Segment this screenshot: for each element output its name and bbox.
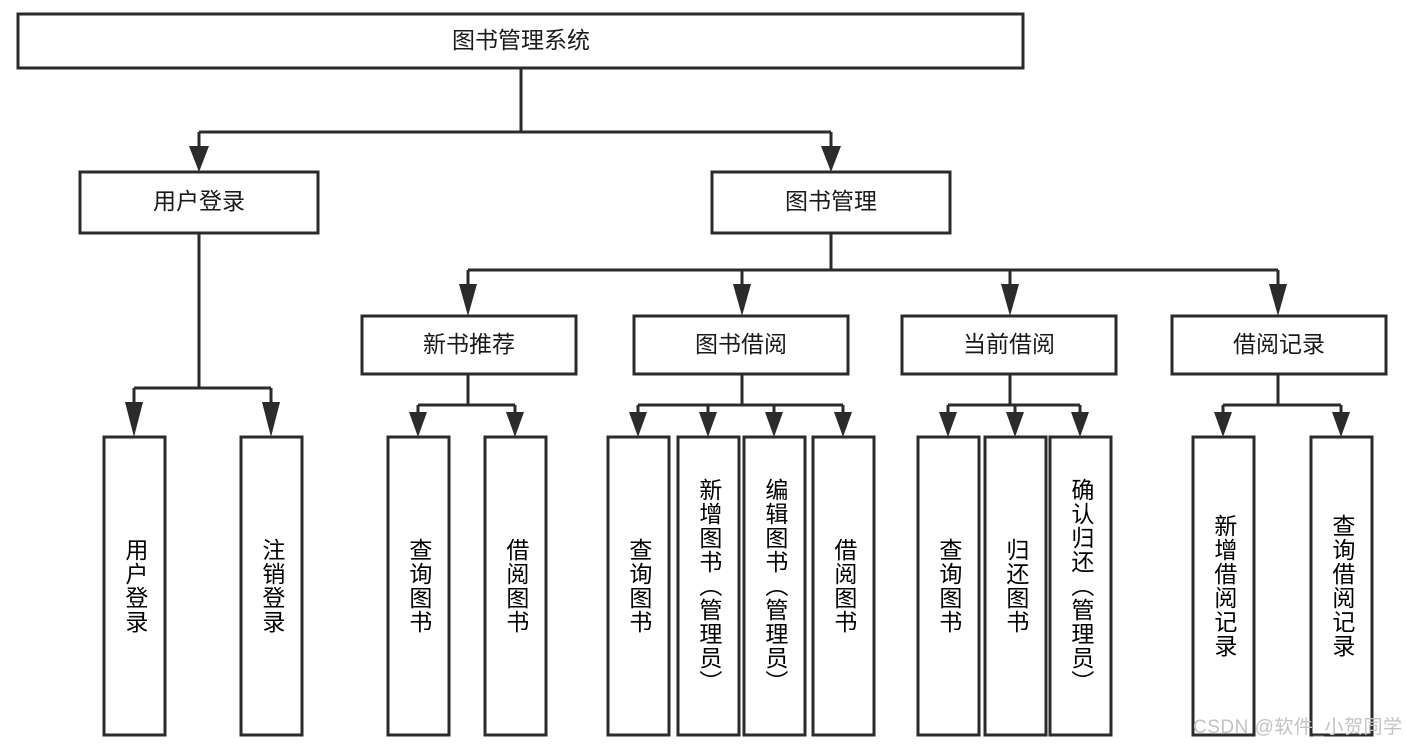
- node-current-borrow-box[interactable]: [900, 314, 1118, 376]
- leaf-box-borrow-record-1[interactable]: [1191, 435, 1256, 737]
- leaf-user-login-2-label: 注销登录: [258, 538, 285, 634]
- leaf-user-login-1[interactable]: 用户登录: [104, 437, 165, 735]
- arrow-borrow-leaf-3: [765, 412, 783, 437]
- node-root-box[interactable]: [16, 12, 1025, 70]
- leaf-borrow-record-1-label: 新增借阅记录: [1210, 514, 1237, 658]
- node-borrow-record-box[interactable]: [1170, 314, 1388, 376]
- arrow-record-leaf-1: [1214, 412, 1232, 437]
- leaf-current-borrow-1[interactable]: 查询图书: [918, 437, 979, 735]
- node-borrow-record-label: 借阅记录: [1233, 331, 1325, 357]
- leaf-box-book-borrow-1[interactable]: [606, 435, 671, 737]
- arrow-borrow-leaf-1: [629, 412, 647, 437]
- arrow-root-to-bookmgmt: [821, 146, 841, 172]
- arrow-userlogin-leaf-1: [125, 402, 143, 437]
- node-book-borrow[interactable]: 图书借阅: [632, 314, 850, 376]
- arrow-current-leaf-2: [1006, 412, 1024, 437]
- node-book-borrow-label: 图书借阅: [695, 331, 787, 357]
- leaf-borrow-record-1[interactable]: 新增借阅记录: [1193, 437, 1254, 735]
- arrow-bookmgmt-to-newbook: [459, 284, 477, 316]
- leaf-borrow-record-2-label: 查询借阅记录: [1328, 514, 1355, 658]
- leaf-box-user-login-1[interactable]: [102, 435, 167, 737]
- node-book-management-label: 图书管理: [785, 188, 877, 214]
- leaf-current-borrow-3-label: 确认归还（管理员）: [1067, 478, 1094, 694]
- leaf-box-current-borrow-1[interactable]: [916, 435, 981, 737]
- leaf-borrow-record-2[interactable]: 查询借阅记录: [1311, 437, 1372, 735]
- node-root-label: 图书管理系统: [452, 27, 590, 53]
- node-book-management-box[interactable]: [710, 170, 952, 235]
- node-user-login-box[interactable]: [78, 170, 320, 235]
- leaf-book-borrow-3[interactable]: 编辑图书（管理员）: [744, 437, 805, 735]
- leaf-new-book-1-label: 查询图书: [405, 538, 432, 634]
- leaf-book-borrow-3-label: 编辑图书（管理员）: [761, 478, 788, 694]
- leaf-book-borrow-4[interactable]: 借阅图书: [813, 437, 874, 735]
- arrow-newbook-leaf-1: [409, 412, 427, 437]
- leaf-box-user-login-2[interactable]: [239, 435, 304, 737]
- leaf-box-group: [102, 435, 1374, 737]
- leaf-book-borrow-4-label: 借阅图书: [830, 538, 857, 634]
- leaf-user-login-2[interactable]: 注销登录: [241, 437, 302, 735]
- leaf-box-book-borrow-2[interactable]: [676, 435, 741, 737]
- leaf-book-borrow-2[interactable]: 新增图书（管理员）: [678, 437, 739, 735]
- node-new-book-recommend-box[interactable]: [360, 314, 578, 376]
- arrow-bookmgmt-to-borrow: [733, 284, 751, 316]
- arrow-bookmgmt-to-record: [1269, 284, 1287, 316]
- node-book-borrow-box[interactable]: [632, 314, 850, 376]
- connector-group: [125, 68, 1350, 437]
- leaf-new-book-2-label: 借阅图书: [502, 538, 529, 634]
- leaf-current-borrow-3[interactable]: 确认归还（管理员）: [1050, 437, 1111, 735]
- node-new-book-recommend-label: 新书推荐: [423, 331, 515, 357]
- node-borrow-record[interactable]: 借阅记录: [1170, 314, 1388, 376]
- leaf-book-borrow-2-label: 新增图书（管理员）: [695, 478, 722, 694]
- arrow-record-leaf-2: [1332, 412, 1350, 437]
- leaf-current-borrow-2[interactable]: 归还图书: [985, 437, 1046, 735]
- leaf-book-borrow-1[interactable]: 查询图书: [608, 437, 669, 735]
- leaf-box-book-borrow-4[interactable]: [811, 435, 876, 737]
- node-current-borrow-label: 当前借阅: [963, 331, 1055, 357]
- leaf-current-borrow-2-label: 归还图书: [1002, 538, 1029, 634]
- arrow-bookmgmt-to-current: [1001, 284, 1019, 316]
- arrow-userlogin-leaf-2: [262, 402, 280, 437]
- arrow-borrow-leaf-4: [834, 412, 852, 437]
- leaf-box-current-borrow-2[interactable]: [983, 435, 1048, 737]
- arrow-borrow-leaf-2: [699, 412, 717, 437]
- leaf-book-borrow-1-label: 查询图书: [625, 538, 652, 634]
- node-new-book-recommend[interactable]: 新书推荐: [360, 314, 578, 376]
- node-current-borrow[interactable]: 当前借阅: [900, 314, 1118, 376]
- node-book-management[interactable]: 图书管理: [710, 170, 952, 235]
- arrow-root-to-userlogin: [189, 146, 209, 172]
- leaf-box-new-book-1[interactable]: [386, 435, 451, 737]
- node-user-login-label: 用户登录: [153, 188, 245, 214]
- leaf-new-book-1[interactable]: 查询图书: [388, 437, 449, 735]
- arrow-newbook-leaf-2: [506, 412, 524, 437]
- leaf-box-current-borrow-3[interactable]: [1048, 435, 1113, 737]
- leaf-box-book-borrow-3[interactable]: [742, 435, 807, 737]
- leaf-user-login-1-label: 用户登录: [121, 538, 148, 634]
- csdn-watermark: CSDN @软件_小贺同学: [1193, 717, 1403, 738]
- node-user-login[interactable]: 用户登录: [78, 170, 320, 235]
- leaf-new-book-2[interactable]: 借阅图书: [485, 437, 546, 735]
- arrow-current-leaf-1: [939, 412, 957, 437]
- leaf-box-borrow-record-2[interactable]: [1309, 435, 1374, 737]
- leaf-current-borrow-1-label: 查询图书: [935, 538, 962, 634]
- node-root[interactable]: 图书管理系统: [16, 12, 1025, 70]
- arrow-current-leaf-3: [1071, 412, 1089, 437]
- leaf-box-new-book-2[interactable]: [483, 435, 548, 737]
